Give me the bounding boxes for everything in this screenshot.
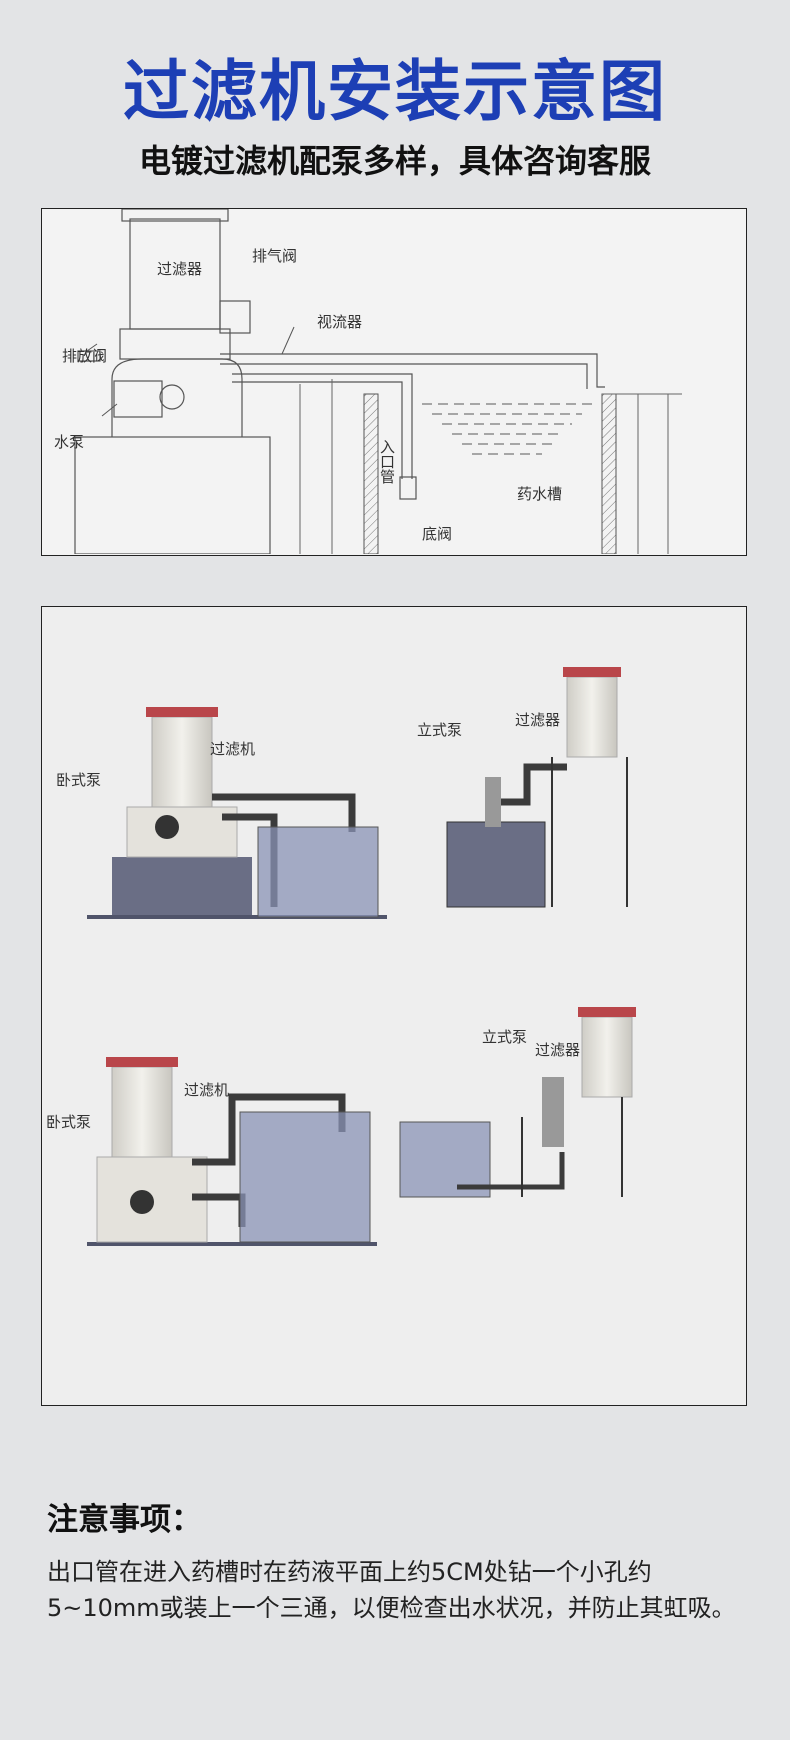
- label-filter: 过滤器: [157, 260, 202, 278]
- tank-wall-right: [601, 393, 617, 554]
- page-subtitle: 电镀过滤机配泵多样，具体咨询客服: [138, 142, 651, 180]
- label-pump: 卧式泵: [46, 1113, 91, 1131]
- config-horizontal-pump-bottom: 卧式泵 过滤机: [46, 1057, 377, 1246]
- tank-wall-left: [363, 393, 379, 554]
- motor-box: [219, 300, 251, 334]
- label-filter: 过滤器: [515, 711, 560, 729]
- config-vertical-pump-bottom: 立式泵 过滤器: [399, 1007, 636, 1198]
- page-title: 过滤机安装示意图: [123, 53, 667, 130]
- vertical-pump: [485, 777, 501, 827]
- label-filter: 过滤器: [535, 1041, 580, 1059]
- config-horizontal-pump-top: 卧式泵 过滤机: [56, 707, 387, 919]
- label-pump: 卧式泵: [56, 771, 101, 789]
- machine-base: [74, 436, 271, 554]
- outlet-pipe: [192, 1093, 346, 1166]
- label-inlet-pipe: 入口管: [378, 439, 396, 484]
- liquid-level: [422, 403, 592, 455]
- pump-motor: [113, 380, 163, 418]
- installation-diagram-2: 卧式泵 过滤机 立式泵 过滤器 卧式泵 过滤机: [41, 606, 747, 1406]
- vertical-pump: [542, 1077, 564, 1147]
- pump-motor: [130, 1190, 154, 1214]
- label-pump: 水泵: [54, 433, 84, 451]
- outlet-pipe: [220, 353, 605, 388]
- filter-drum: [111, 1066, 173, 1158]
- label-filter: 过滤机: [210, 740, 255, 758]
- label-drain-valve: 排放阀: [62, 347, 107, 365]
- chemical-tank: [239, 1111, 371, 1243]
- installation-diagram-1: 过滤器 排气阀 视流器 排放阀 水泵 入口管 药水槽 底阀: [41, 208, 747, 556]
- outlet-pipe: [212, 793, 356, 832]
- label-foot-valve: 底阀: [422, 525, 452, 543]
- chemical-tank: [446, 821, 546, 908]
- notes-body: 出口管在进入药槽时在药液平面上约5CM处钻一个小孔约5~10mm或装上一个三通，…: [47, 1558, 736, 1622]
- label-vent-valve: 排气阀: [252, 247, 297, 265]
- label-tank: 药水槽: [517, 485, 562, 503]
- chemical-tank: [257, 826, 379, 918]
- pedestal: [111, 358, 243, 437]
- configurations-svg: 卧式泵 过滤机 立式泵 过滤器 卧式泵 过滤机: [46, 667, 636, 1246]
- filter-lid: [121, 209, 229, 222]
- label-filter: 过滤机: [184, 1081, 229, 1099]
- filter-drum: [566, 676, 618, 758]
- label-sight-flow: 视流器: [317, 313, 362, 331]
- pump-motor: [155, 815, 179, 839]
- filter-drum: [151, 716, 213, 808]
- pump-head: [159, 384, 185, 410]
- label-pump: 立式泵: [417, 721, 462, 739]
- label-pump: 立式泵: [482, 1028, 527, 1046]
- drain-valve-shape: [77, 350, 101, 362]
- foot-valve-shape: [399, 476, 417, 500]
- filter-flange: [119, 328, 231, 360]
- inlet-pipe: [232, 373, 413, 479]
- schematic-svg: 过滤器 排气阀 视流器 排放阀 水泵 入口管 药水槽 底阀: [54, 209, 682, 554]
- filter-drum: [581, 1016, 633, 1098]
- notes-title: 注意事项：: [47, 1502, 202, 1538]
- config-vertical-pump-top: 立式泵 过滤器: [417, 667, 628, 908]
